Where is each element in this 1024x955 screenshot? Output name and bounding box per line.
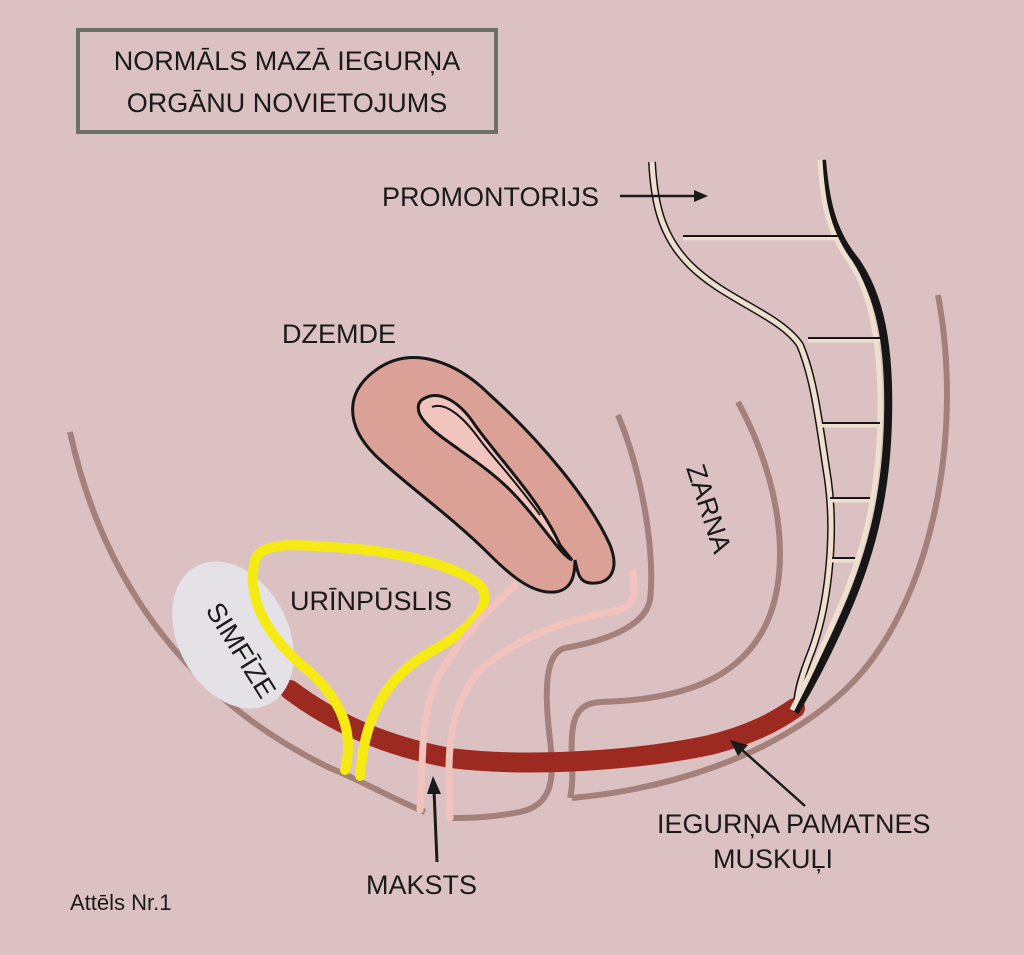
outer-contour-left [67,431,427,815]
title-box [76,28,498,134]
figure-caption: Attēls Nr.1 [70,890,171,915]
sacrum-area [652,162,835,712]
bladder-outline [247,540,490,781]
vagina-front-wall [416,581,519,814]
vertebral-segment-lines [683,235,880,559]
pelvic-floor-arrowhead [730,740,748,756]
title-line-2: ORGĀNU NOVIETOJUMS [127,88,448,118]
uterine-cavity [416,394,574,562]
pelvic-floor-arrow-line [739,747,806,807]
pelvic-floor-label-2: MUSKUĻI [713,844,833,874]
promontory-label: PROMONTORIJS [382,182,599,212]
promontory-arrowhead [694,190,708,202]
vagina-arrow-line [432,789,439,863]
uterus-label: DZEMDE [282,319,396,349]
vertebral-segments [683,235,880,563]
title-line-1: NORMĀLS MAZĀ IEGURŅA [114,46,461,76]
pelvic-floor-muscles [280,680,805,773]
bladder-label: URĪNPŪSLIS [290,586,452,616]
vagina-arrowhead [427,776,441,794]
rectum-front-wall [451,413,655,821]
bowel-label: ZARNA [680,461,737,557]
vagina-back-wall [445,568,638,822]
symphysis-bone [172,561,294,709]
sacrum-front-edge [648,161,836,712]
sacrum-front-fill [649,161,834,711]
vagina-label: MAKSTS [366,870,477,900]
uterine-cavity-inner [431,404,541,516]
pelvic-floor-label-1: IEGURŅA PAMATNES [657,809,931,839]
outer-contour-right [571,294,950,801]
sacrum-back-edge [791,159,893,715]
